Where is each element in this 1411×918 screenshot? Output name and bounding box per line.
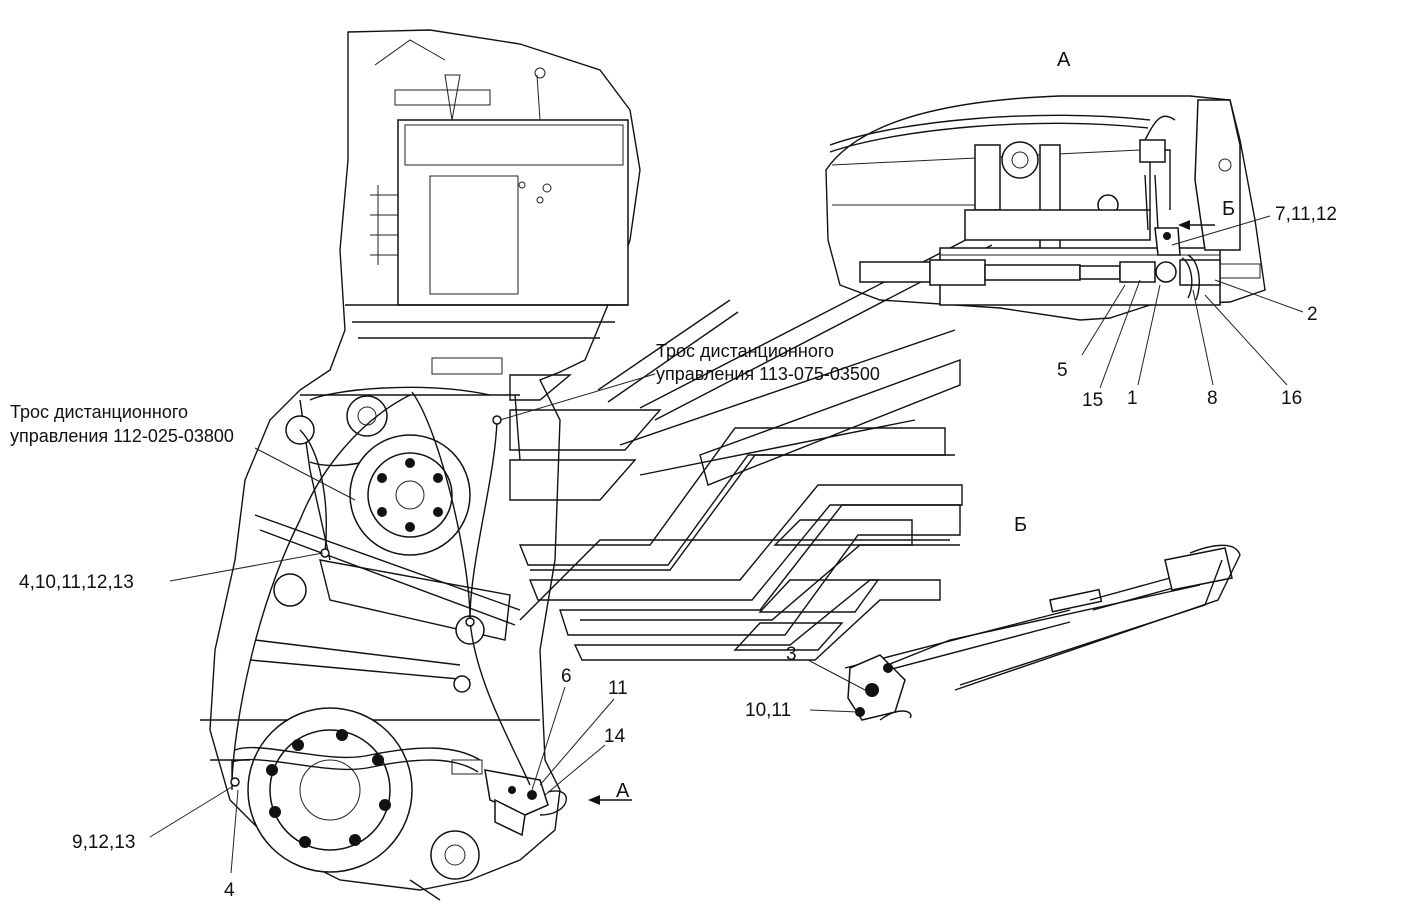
control-bracket: [451, 759, 567, 837]
callout-16: 16: [1281, 388, 1302, 409]
detail-a-outline: [825, 95, 1266, 321]
callout-2: 2: [1307, 304, 1318, 325]
gearbox: [231, 707, 481, 901]
main-assembly-view: [200, 29, 641, 901]
callout-6: 6: [561, 666, 572, 687]
view-a-title: А: [1057, 49, 1071, 71]
detail-view-b: [844, 544, 1241, 721]
callout-5: 5: [1057, 360, 1068, 381]
cable-label-1-line2: управления 113-075-03500: [656, 364, 880, 384]
callout-4: 4: [224, 880, 235, 901]
detail-view-a: [825, 95, 1266, 321]
cable-label-2-line2: управления 112-025-03800: [10, 426, 234, 446]
callout-3: 3: [786, 644, 797, 665]
callout-4-10-11-12-13: 4,10,11,12,13: [19, 572, 134, 593]
machine-outline: [209, 29, 641, 891]
cable-label-1-line1: Трос дистанционного: [656, 341, 834, 361]
callout-15: 15: [1082, 390, 1103, 411]
callout-7-11-12: 7,11,12: [1275, 204, 1337, 225]
cable-label-2-line1: Трос дистанционного: [10, 402, 188, 422]
cable-route-4: [299, 429, 327, 554]
callout-8: 8: [1207, 388, 1218, 409]
cable-route-1: [231, 394, 411, 781]
leader-lines: [149, 215, 1304, 874]
cable-route-3: [469, 419, 498, 621]
view-b-title: Б: [1014, 514, 1027, 536]
arrow-a-label: А: [616, 780, 630, 802]
callout-14: 14: [604, 726, 626, 747]
callout-1: 1: [1127, 388, 1138, 409]
callout-10-11: 10,11: [745, 700, 791, 721]
view-arrow-a: [588, 795, 632, 805]
arrow-b-label: Б: [1222, 198, 1235, 220]
view-arrow-b: [1178, 220, 1215, 230]
callout-9-12-13: 9,12,13: [72, 832, 135, 853]
engine-block: [345, 39, 629, 375]
platform-plates: [509, 229, 993, 661]
callout-11: 11: [608, 678, 628, 699]
pulley-drive: [200, 386, 540, 761]
